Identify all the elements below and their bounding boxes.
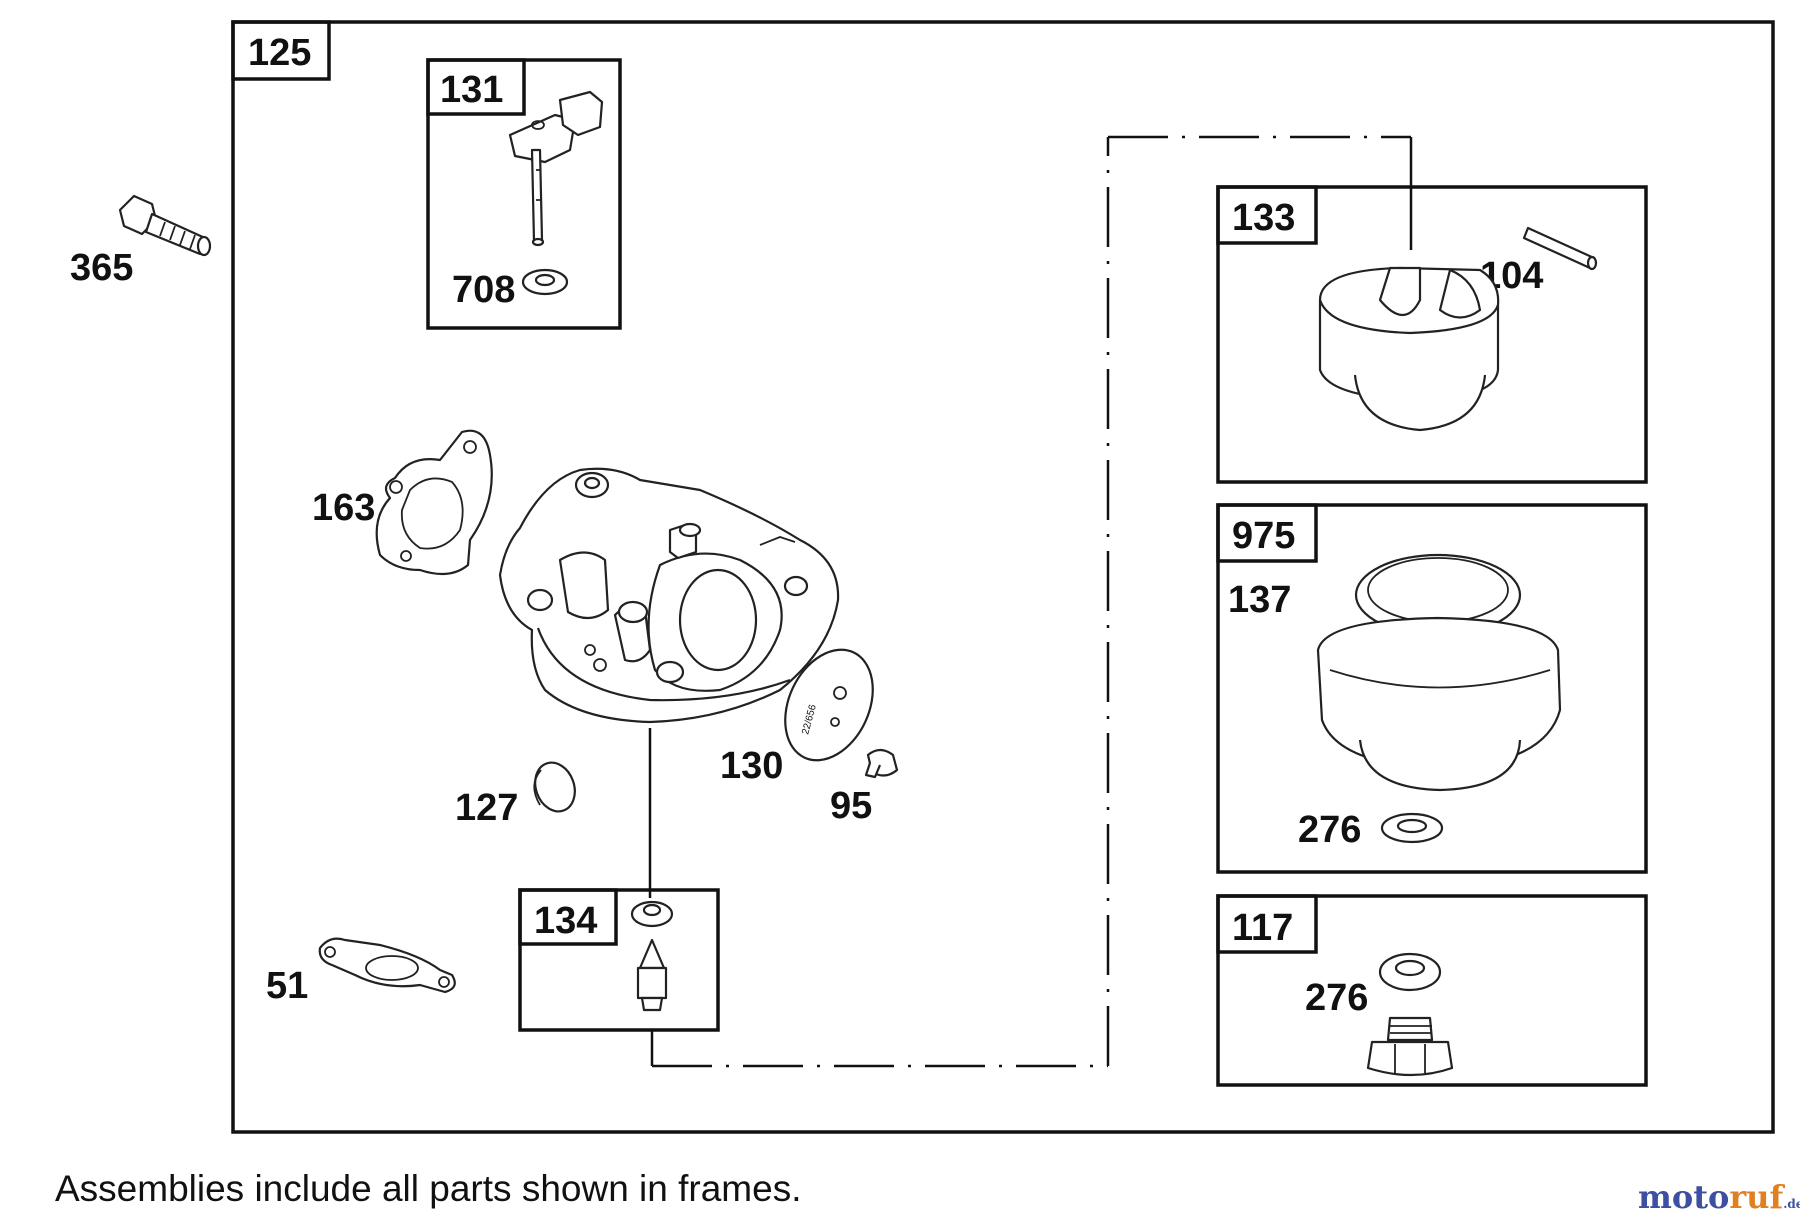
frame-975: 975 — [1216, 503, 1648, 874]
label-130: 130 — [720, 745, 783, 787]
seal-708-icon — [521, 268, 569, 296]
footnote: Assemblies include all parts shown in fr… — [55, 1168, 802, 1209]
frame-125-label: 125 — [248, 32, 311, 74]
plate-130-icon: 22/656 — [784, 648, 874, 762]
label-137: 137 — [1228, 579, 1291, 621]
washer-276-nut-icon — [1378, 952, 1442, 992]
brand-part3: .de — [1783, 1197, 1800, 1211]
bolt-365-icon — [118, 194, 212, 257]
label-276-nut: 276 — [1305, 977, 1368, 1019]
frame-131-label: 131 — [440, 69, 503, 111]
bowl-975-icon — [1316, 553, 1562, 792]
label-276-bowl: 276 — [1298, 809, 1361, 851]
gasket-163-icon — [375, 429, 493, 576]
label-708: 708 — [452, 269, 515, 311]
brand-watermark: motoruf.de — [1638, 1178, 1800, 1216]
washer-276-bowl-icon — [1380, 812, 1444, 844]
pin-104-icon — [1522, 226, 1598, 271]
label-51: 51 — [266, 965, 308, 1007]
throttle-shaft-131-icon — [508, 90, 604, 247]
label-365: 365 — [70, 247, 133, 289]
label-163: 163 — [312, 487, 375, 529]
gasket-51-icon — [318, 937, 456, 994]
needle-seat-134-icon — [630, 900, 674, 1012]
frame-117: 117 — [1216, 894, 1648, 1087]
frame-134-label: 134 — [534, 900, 597, 942]
leader-lines — [648, 135, 1413, 1068]
carburetor-body-icon — [498, 467, 840, 724]
label-127: 127 — [455, 787, 518, 829]
frame-975-label: 975 — [1232, 515, 1295, 557]
brand-part1: moto — [1638, 1178, 1730, 1216]
frame-131: 131 — [426, 58, 622, 330]
frame-125: 125 — [231, 20, 1775, 1134]
frame-134: 134 — [518, 888, 720, 1032]
frame-133: 133 — [1216, 185, 1648, 484]
float-133-icon — [1318, 266, 1500, 432]
brand-part2: ruf — [1729, 1178, 1784, 1216]
plug-127-icon — [533, 761, 576, 813]
screw-95-icon — [864, 748, 899, 779]
frame-117-label: 117 — [1232, 907, 1293, 949]
label-95: 95 — [830, 785, 872, 827]
bowl-nut-117-icon — [1366, 1016, 1454, 1077]
frame-133-label: 133 — [1232, 197, 1295, 239]
